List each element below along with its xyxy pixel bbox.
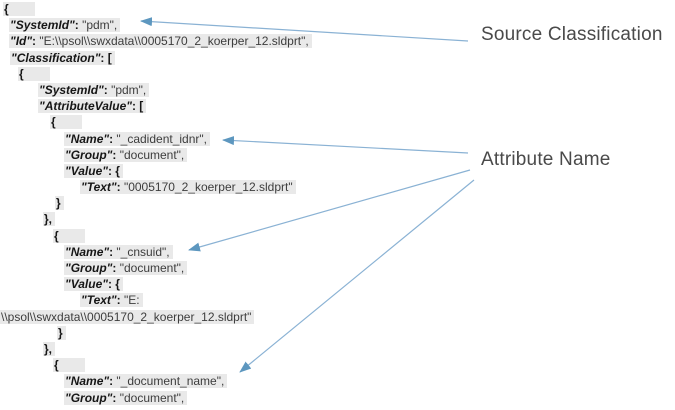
json-code-block: {"SystemId": "pdm","Id": "E:\\psol\\swxd… (0, 1, 312, 406)
code-line: "Group": "document", (0, 147, 312, 163)
code-line: "SystemId": "pdm", (0, 17, 312, 33)
code-line: "AttributeValue": [ (0, 98, 312, 114)
code-line: "Name": "_document_name", (0, 373, 312, 389)
code-line: { (0, 114, 312, 130)
code-line: "Id": "E:\\psol\\swxdata\\0005170_2_koer… (0, 33, 312, 49)
code-line: \\psol\\swxdata\\0005170_2_koerper_12.sl… (0, 309, 312, 325)
code-line: "Value": { (0, 276, 312, 292)
code-line: "Name": "_cnsuid", (0, 244, 312, 260)
code-line: "Value": { (0, 163, 312, 179)
code-line: { (0, 357, 312, 373)
code-line: { (0, 228, 312, 244)
code-line: "Text": "0005170_2_koerper_12.sldprt" (0, 179, 312, 195)
code-line: }, (0, 341, 312, 357)
code-line: "SystemId": "pdm", (0, 82, 312, 98)
annotation-label-attribute-name: Attribute Name (481, 149, 611, 170)
code-line: "Group": "document", (0, 390, 312, 406)
code-line: "Text": "E: (0, 292, 312, 308)
code-line: "Classification": [ (0, 50, 312, 66)
code-line: "Group": "document", (0, 260, 312, 276)
code-line: "Name": "_cadident_idnr", (0, 131, 312, 147)
code-line: } (0, 195, 312, 211)
code-line: { (0, 66, 312, 82)
code-line: }, (0, 211, 312, 227)
code-line: } (0, 325, 312, 341)
annotation-label-source-classification: Source Classification (481, 24, 663, 45)
code-line: { (0, 1, 312, 17)
